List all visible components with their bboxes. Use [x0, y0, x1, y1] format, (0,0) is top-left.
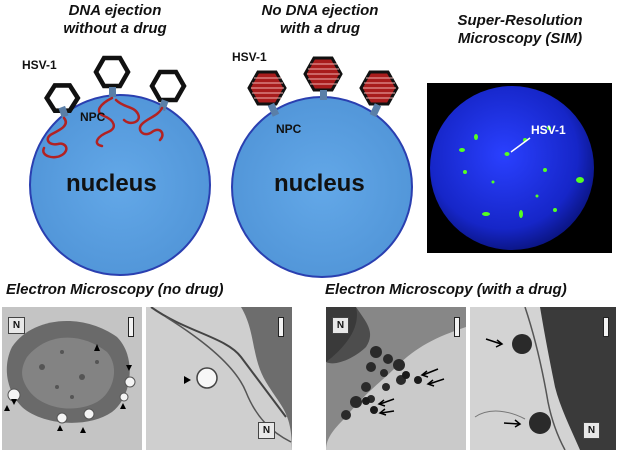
npc-left-1 — [58, 105, 69, 118]
filled-capsid-1 — [247, 70, 287, 106]
sim-green-spots — [459, 126, 584, 218]
hsv-label-middle: HSV-1 — [232, 50, 267, 64]
title-super-resolution: Super-Resolution Microscopy (SIM) — [457, 12, 583, 47]
npc-left-2 — [109, 87, 116, 97]
empty-capsid-3 — [149, 69, 187, 103]
em-panel-with-drug-1: N — [326, 307, 466, 450]
filled-capsid-2 — [303, 56, 343, 92]
scale-bar-2 — [278, 317, 284, 337]
scale-bar-3 — [454, 317, 460, 337]
ejected-dna — [42, 96, 164, 159]
npc-middle-1 — [267, 102, 280, 117]
sim-arrow — [510, 137, 531, 153]
title-dna-ejection: DNA ejection without a drug — [63, 2, 167, 37]
n-badge-3: N — [332, 317, 349, 334]
em-title-with-drug: Electron Microscopy (with a drug) — [325, 281, 567, 298]
n-badge-1: N — [8, 317, 25, 334]
em-panel-no-drug-2: N — [146, 307, 292, 450]
em-panel-no-drug-1: N — [2, 307, 142, 450]
hsv-label-left: HSV-1 — [22, 58, 57, 72]
n-badge-4: N — [583, 422, 600, 439]
nucleus-label-left: nucleus — [66, 170, 157, 197]
empty-capsid-2 — [93, 55, 131, 89]
scale-bar-1 — [128, 317, 134, 337]
sim-hsv-label: HSV-1 — [531, 123, 566, 137]
npc-middle-2 — [320, 90, 327, 100]
n-badge-2: N — [258, 422, 275, 439]
nucleus-diagrams — [29, 55, 612, 278]
scale-bar-4 — [603, 317, 609, 337]
npc-label-left: NPC — [80, 110, 106, 124]
em-panel-with-drug-2: N — [470, 307, 616, 450]
sim-sphere — [430, 86, 594, 250]
nucleus-left — [29, 94, 211, 276]
npc-middle-3 — [369, 103, 382, 118]
filled-capsid-3 — [359, 70, 399, 106]
empty-capsid-1 — [44, 83, 81, 113]
npc-label-middle: NPC — [276, 122, 302, 136]
title-no-dna-ejection: No DNA ejection with a drug — [261, 2, 379, 37]
em-title-no-drug: Electron Microscopy (no drug) — [6, 281, 224, 298]
nucleus-label-middle: nucleus — [274, 170, 365, 197]
